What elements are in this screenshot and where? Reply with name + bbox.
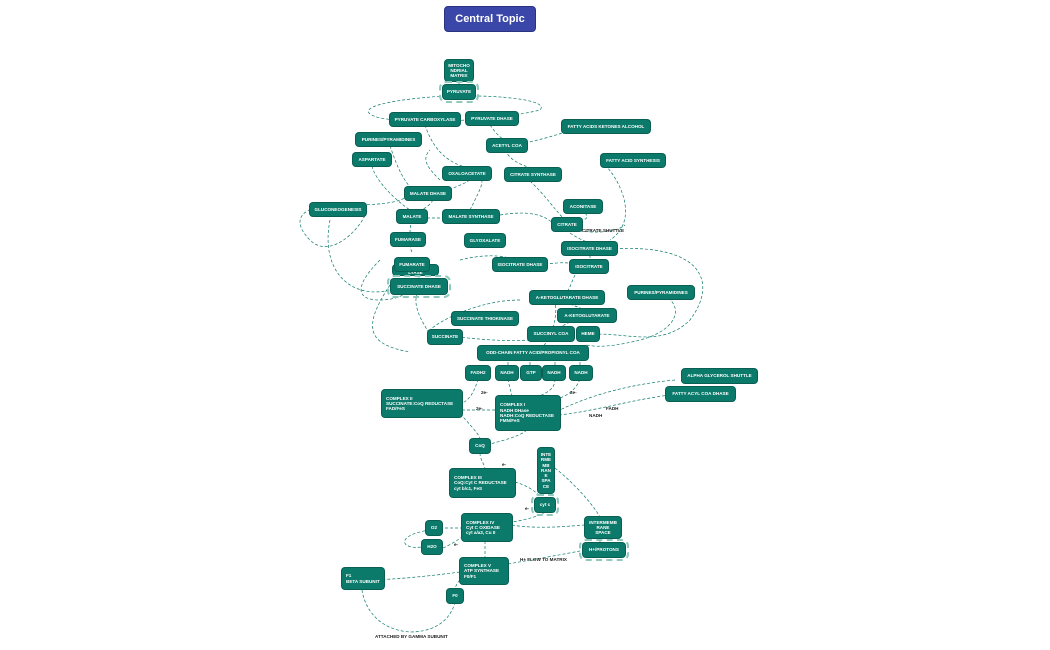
node-citrate-synthase[interactable]: CITRATE SYNTHASE [505, 168, 561, 181]
node-aconitase[interactable]: ACONITASE [564, 200, 602, 213]
node-intermembrane-space-1[interactable]: INTE RME MB RAN E SPA CE [538, 448, 554, 493]
node-nadh-2[interactable]: NADH [543, 366, 565, 380]
node-malate-synthase[interactable]: MALATE SYNTHASE [443, 210, 499, 223]
label-e-2: e- [525, 506, 530, 511]
label-attached-gamma: ATTACHED BY GAMMA SUBUNIT [375, 634, 448, 639]
node-o2[interactable]: O2 [426, 521, 442, 535]
node-isocitrate[interactable]: ISOCITRATE [570, 260, 608, 273]
node-complex-4[interactable]: COMPLEX IV Cyt C OXIDASE cyt a/a3, Cu II [462, 514, 512, 541]
node-citrate[interactable]: CITRATE [552, 218, 582, 231]
node-fatty-acid-synthesis[interactable]: FATTY ACID SYNTHESIS [601, 154, 665, 167]
label-h-flow: H+ FLOW TO MATRIX [520, 557, 567, 562]
node-glyoxalate[interactable]: GLYOXALATE [465, 234, 505, 247]
label-fadh: FADH [606, 406, 619, 411]
label-2e-2: 2e- [570, 390, 577, 395]
node-cyt-c[interactable]: cyt c [531, 494, 559, 516]
label-nadh-edge: NADH [589, 413, 603, 418]
node-f1-beta-subunit[interactable]: F1 BETA SUBUNIT [342, 568, 384, 589]
node-succinate[interactable]: SUCCINATE [428, 330, 462, 344]
node-complex-3[interactable]: COMPLEX III CoQ:Cyt C REDUCTASE cyt b/c1… [450, 469, 515, 497]
node-a-ketoglutarate[interactable]: A-KETOGLUTARATE [558, 309, 616, 322]
node-fatty-acids-ketones-alcohol[interactable]: FATTY ACIDS KETONES ALCOHOL [562, 120, 650, 133]
node-alpha-glycerol-shuttle[interactable]: ALPHA GLYCEROL SHUTTLE [682, 369, 757, 383]
node-complex-2[interactable]: COMPLEX II SUCCINATE:CoQ REDUCTASE FAD/F… [382, 390, 462, 417]
label-citrate-shuttle: CITRATE SHUTTLE [582, 228, 625, 233]
node-acetyl-coa[interactable]: ACETYL COA [487, 139, 527, 152]
node-succinate-dhase[interactable]: SUCCINATE DHASE [387, 275, 451, 298]
node-coq[interactable]: CoQ [470, 439, 490, 453]
node-pyruvate[interactable]: PYRUVATE [439, 81, 479, 103]
label-2e-1: 2e- [481, 390, 488, 395]
node-pyruvate-dhase[interactable]: PYRUVATE DHASE [466, 112, 518, 125]
node-succinyl-coa[interactable]: SUCCINYL COA [528, 327, 574, 341]
node-isocitrate-dhase[interactable]: ISOCITRATE DHASE [562, 242, 617, 255]
node-a-ketoglutarate-dhase[interactable]: A-KETOGLUTARATE DHASE [530, 291, 604, 304]
node-complex-5[interactable]: COMPLEX V ATP SYNTHASE F0/F1 [460, 558, 508, 584]
node-h-protons[interactable]: H+/PROTONS [579, 539, 629, 561]
node-purines-pyrimidines-2[interactable]: PURINES/PYRAMIDINES [628, 286, 694, 299]
node-pyruvate-carboxylase[interactable]: PYRUVATE CARBOXYLASE [390, 113, 460, 126]
node-mitochondrial-matrix[interactable]: MITOCHO NDRIAL MATRIX [445, 60, 473, 81]
node-complex-1[interactable]: COMPLEX I NADH DHase NADH:CoQ REDUCTASE … [496, 396, 560, 430]
node-f0[interactable]: F0 [447, 589, 463, 603]
node-malate[interactable]: MALATE [397, 210, 427, 223]
node-fatty-acyl-coa-dhase[interactable]: FATTY ACYL COA DHASE [666, 387, 735, 401]
label-2e-3: 2e- [476, 406, 483, 411]
node-succinate-thiokinase[interactable]: SUCCINATE THIOKINASE [452, 312, 518, 325]
node-h2o[interactable]: H2O [422, 540, 442, 554]
central-topic[interactable]: Central Topic [444, 6, 536, 32]
label-e-1: e- [502, 462, 507, 467]
node-odd-chain-fatty-acid[interactable]: ODD-CHAIN FATTY ACID/PROPIONYL COA [478, 346, 588, 360]
node-oxaloacetate[interactable]: OXALOACETATE [443, 167, 491, 180]
node-purines-pyrimidines-1[interactable]: PURINES/PYRAMIDINES [356, 133, 421, 146]
node-nadh-3[interactable]: NADH [570, 366, 592, 380]
node-aspartate[interactable]: ASPARTATE [353, 153, 391, 166]
node-fumarate[interactable]: FUMARATE [395, 258, 429, 271]
label-e-3: e- [454, 542, 459, 547]
node-nadh-1[interactable]: NADH [496, 366, 518, 380]
node-fadh2[interactable]: FADH2 [466, 366, 490, 380]
node-gtp[interactable]: GTP [521, 366, 541, 380]
node-isocitrate-dhase-2[interactable]: ISOCITRATE DHASE [493, 258, 547, 271]
node-heme[interactable]: HEME [577, 327, 599, 341]
node-fumarase[interactable]: FUMARASE [391, 233, 425, 246]
node-malate-dhase[interactable]: MALATE DHASE [405, 187, 451, 200]
node-gluconeogenesis[interactable]: GLUCONEOGENESIS [310, 203, 366, 216]
node-intermembrane-space-2[interactable]: INTERMEMB RANE SPACE [585, 517, 621, 538]
